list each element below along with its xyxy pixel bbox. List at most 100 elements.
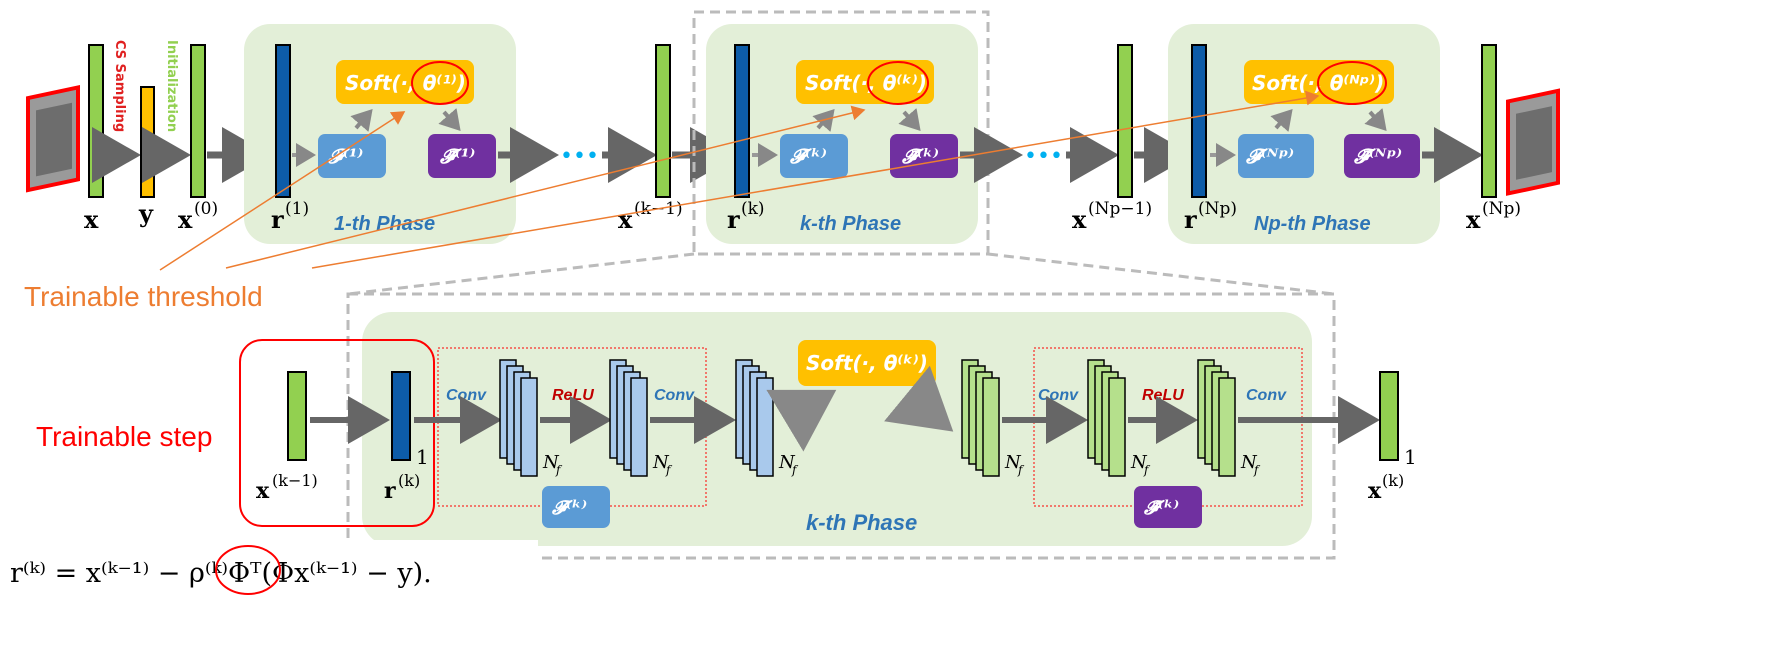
f-box-phase1 bbox=[318, 134, 386, 178]
label-r1-sup: (1) bbox=[285, 199, 309, 219]
rnp-bar bbox=[1191, 44, 1207, 198]
bottom-rk-bar bbox=[391, 371, 411, 461]
feature-stack-green-1 bbox=[961, 359, 1000, 477]
bottom-label-rk-sup: (k) bbox=[398, 471, 420, 490]
label-rnp: r bbox=[1184, 205, 1197, 234]
ft-label-bottom: 𝓕̃⁽ᵏ⁾ bbox=[1143, 497, 1179, 519]
soft-box-phasek bbox=[796, 60, 934, 104]
equation: r⁽ᵏ⁾ = x⁽ᵏ⁻¹⁾ − ρ⁽ᵏ⁾Φᵀ(Φx⁽ᵏ⁻¹⁾ − y). bbox=[10, 558, 432, 589]
nf-5: N bbox=[1130, 452, 1148, 473]
label-xnp1-sup: (Np−1) bbox=[1088, 199, 1152, 219]
bottom-label-rk: r bbox=[384, 478, 396, 504]
label-r1: r bbox=[271, 205, 284, 234]
y-bar bbox=[140, 86, 155, 198]
feature-stack-blue-3 bbox=[735, 359, 774, 477]
arrow bbox=[1270, 108, 1293, 132]
label-xnp: x bbox=[1466, 205, 1481, 234]
bottom-one-b: 1 bbox=[1404, 445, 1417, 469]
nf-1-sub: f bbox=[555, 463, 563, 477]
soft-label-phase1: Soft(·, θ⁽¹⁾) bbox=[345, 71, 466, 95]
conv3-label: Conv bbox=[1038, 387, 1079, 404]
k-phase-dashed-outline bbox=[692, 10, 990, 256]
f-box-phasenp bbox=[1238, 134, 1314, 178]
r1-bar bbox=[275, 44, 291, 198]
x-bar bbox=[88, 44, 104, 198]
nf-3-sub: f bbox=[791, 463, 799, 477]
label-xk1: x bbox=[618, 205, 633, 234]
label-x: x bbox=[84, 205, 99, 234]
threshold-arrow-1 bbox=[159, 111, 406, 271]
threshold-arrow-2 bbox=[225, 105, 866, 269]
bottom-one-a: 1 bbox=[416, 445, 429, 469]
feature-stack-blue-2 bbox=[609, 359, 648, 477]
ft-box-phase1 bbox=[428, 134, 496, 178]
label-x0-sup: (0) bbox=[194, 199, 218, 219]
arrow bbox=[1364, 108, 1387, 132]
bottom-label-xk-sup: (k) bbox=[1382, 471, 1404, 490]
label-rk: r bbox=[727, 205, 740, 234]
bottom-label-xk1-sup: (k−1) bbox=[272, 471, 318, 490]
input-image bbox=[26, 84, 80, 193]
conv2-label: Conv bbox=[654, 387, 695, 404]
cs-sampling-label: CS Sampling bbox=[112, 40, 127, 132]
relu2-label: ReLU bbox=[1142, 387, 1184, 404]
rho-circle bbox=[215, 545, 281, 595]
arrow-from-soft bbox=[884, 365, 954, 432]
trainable-threshold-label: Trainable threshold bbox=[24, 281, 263, 312]
f-box-phasek bbox=[780, 134, 848, 178]
nf-6: N bbox=[1240, 452, 1258, 473]
threshold-circle-1 bbox=[411, 61, 469, 105]
relu1-label: ReLU bbox=[552, 387, 594, 404]
bottom-phase-title: k-th Phase bbox=[806, 510, 917, 535]
f-label-bottom: 𝓕⁽ᵏ⁾ bbox=[551, 497, 587, 519]
ft-label-phasenp: 𝓕̃⁽ᴺᵖ⁾ bbox=[1353, 144, 1402, 168]
nf-1: N bbox=[542, 452, 560, 473]
nf-2-sub: f bbox=[665, 463, 673, 477]
threshold-arrow-3 bbox=[311, 90, 1320, 269]
arrow bbox=[898, 108, 921, 132]
f-label-phase1: 𝓕⁽¹⁾ bbox=[327, 144, 363, 168]
initialization-label: Initialization bbox=[164, 40, 179, 132]
label-x0: x bbox=[178, 205, 193, 234]
threshold-circle-k bbox=[867, 61, 929, 105]
bottom-label-xk1: x bbox=[256, 478, 270, 504]
f-label-phasenp: 𝓕⁽ᴺᵖ⁾ bbox=[1245, 144, 1294, 168]
output-image bbox=[1506, 88, 1560, 196]
feature-stack-green-2 bbox=[1087, 359, 1126, 477]
dots-1: ••• bbox=[560, 144, 599, 169]
label-rnp-sup: (Np) bbox=[1198, 199, 1237, 219]
bottom-xk1-bar bbox=[287, 371, 307, 461]
nf-5-sub: f bbox=[1143, 463, 1151, 477]
trainable-step-label: Trainable step bbox=[36, 421, 212, 452]
arrow-to-soft bbox=[766, 389, 837, 452]
nf-2: N bbox=[652, 452, 670, 473]
equation-bg bbox=[0, 540, 538, 600]
trainable-step-outline bbox=[239, 339, 435, 527]
zoom-line-right bbox=[987, 252, 1335, 296]
xnp-bar bbox=[1481, 44, 1497, 198]
soft-label-phasek: Soft(·, θ⁽ᵏ⁾) bbox=[805, 71, 927, 95]
nf-4-sub: f bbox=[1017, 463, 1025, 477]
phasenp-title: Np-th Phase bbox=[1254, 213, 1371, 235]
label-rk-sup: (k) bbox=[741, 199, 765, 219]
feature-stack-blue-1 bbox=[499, 359, 538, 477]
xnp1-bar bbox=[1117, 44, 1133, 198]
label-xnp1: x bbox=[1072, 205, 1087, 234]
phase1-title: 1-th Phase bbox=[334, 213, 435, 235]
threshold-circle-np bbox=[1317, 61, 1387, 105]
nf-6-sub: f bbox=[1253, 463, 1261, 477]
zoom-line-left bbox=[347, 252, 695, 296]
f-label-phasek: 𝓕⁽ᵏ⁾ bbox=[789, 144, 827, 168]
bottom-xk-bar bbox=[1379, 371, 1399, 461]
conv1-label: Conv bbox=[446, 387, 487, 404]
arrow bbox=[350, 108, 373, 132]
arrow bbox=[438, 108, 461, 132]
ft-box-bottom bbox=[1134, 486, 1202, 528]
f-box-bottom bbox=[542, 486, 610, 528]
dots-2: ••• bbox=[1024, 144, 1063, 169]
rk-bar bbox=[734, 44, 750, 198]
nf-3: N bbox=[778, 452, 796, 473]
conv4-label: Conv bbox=[1246, 387, 1287, 404]
phasek-title: k-th Phase bbox=[800, 213, 901, 235]
